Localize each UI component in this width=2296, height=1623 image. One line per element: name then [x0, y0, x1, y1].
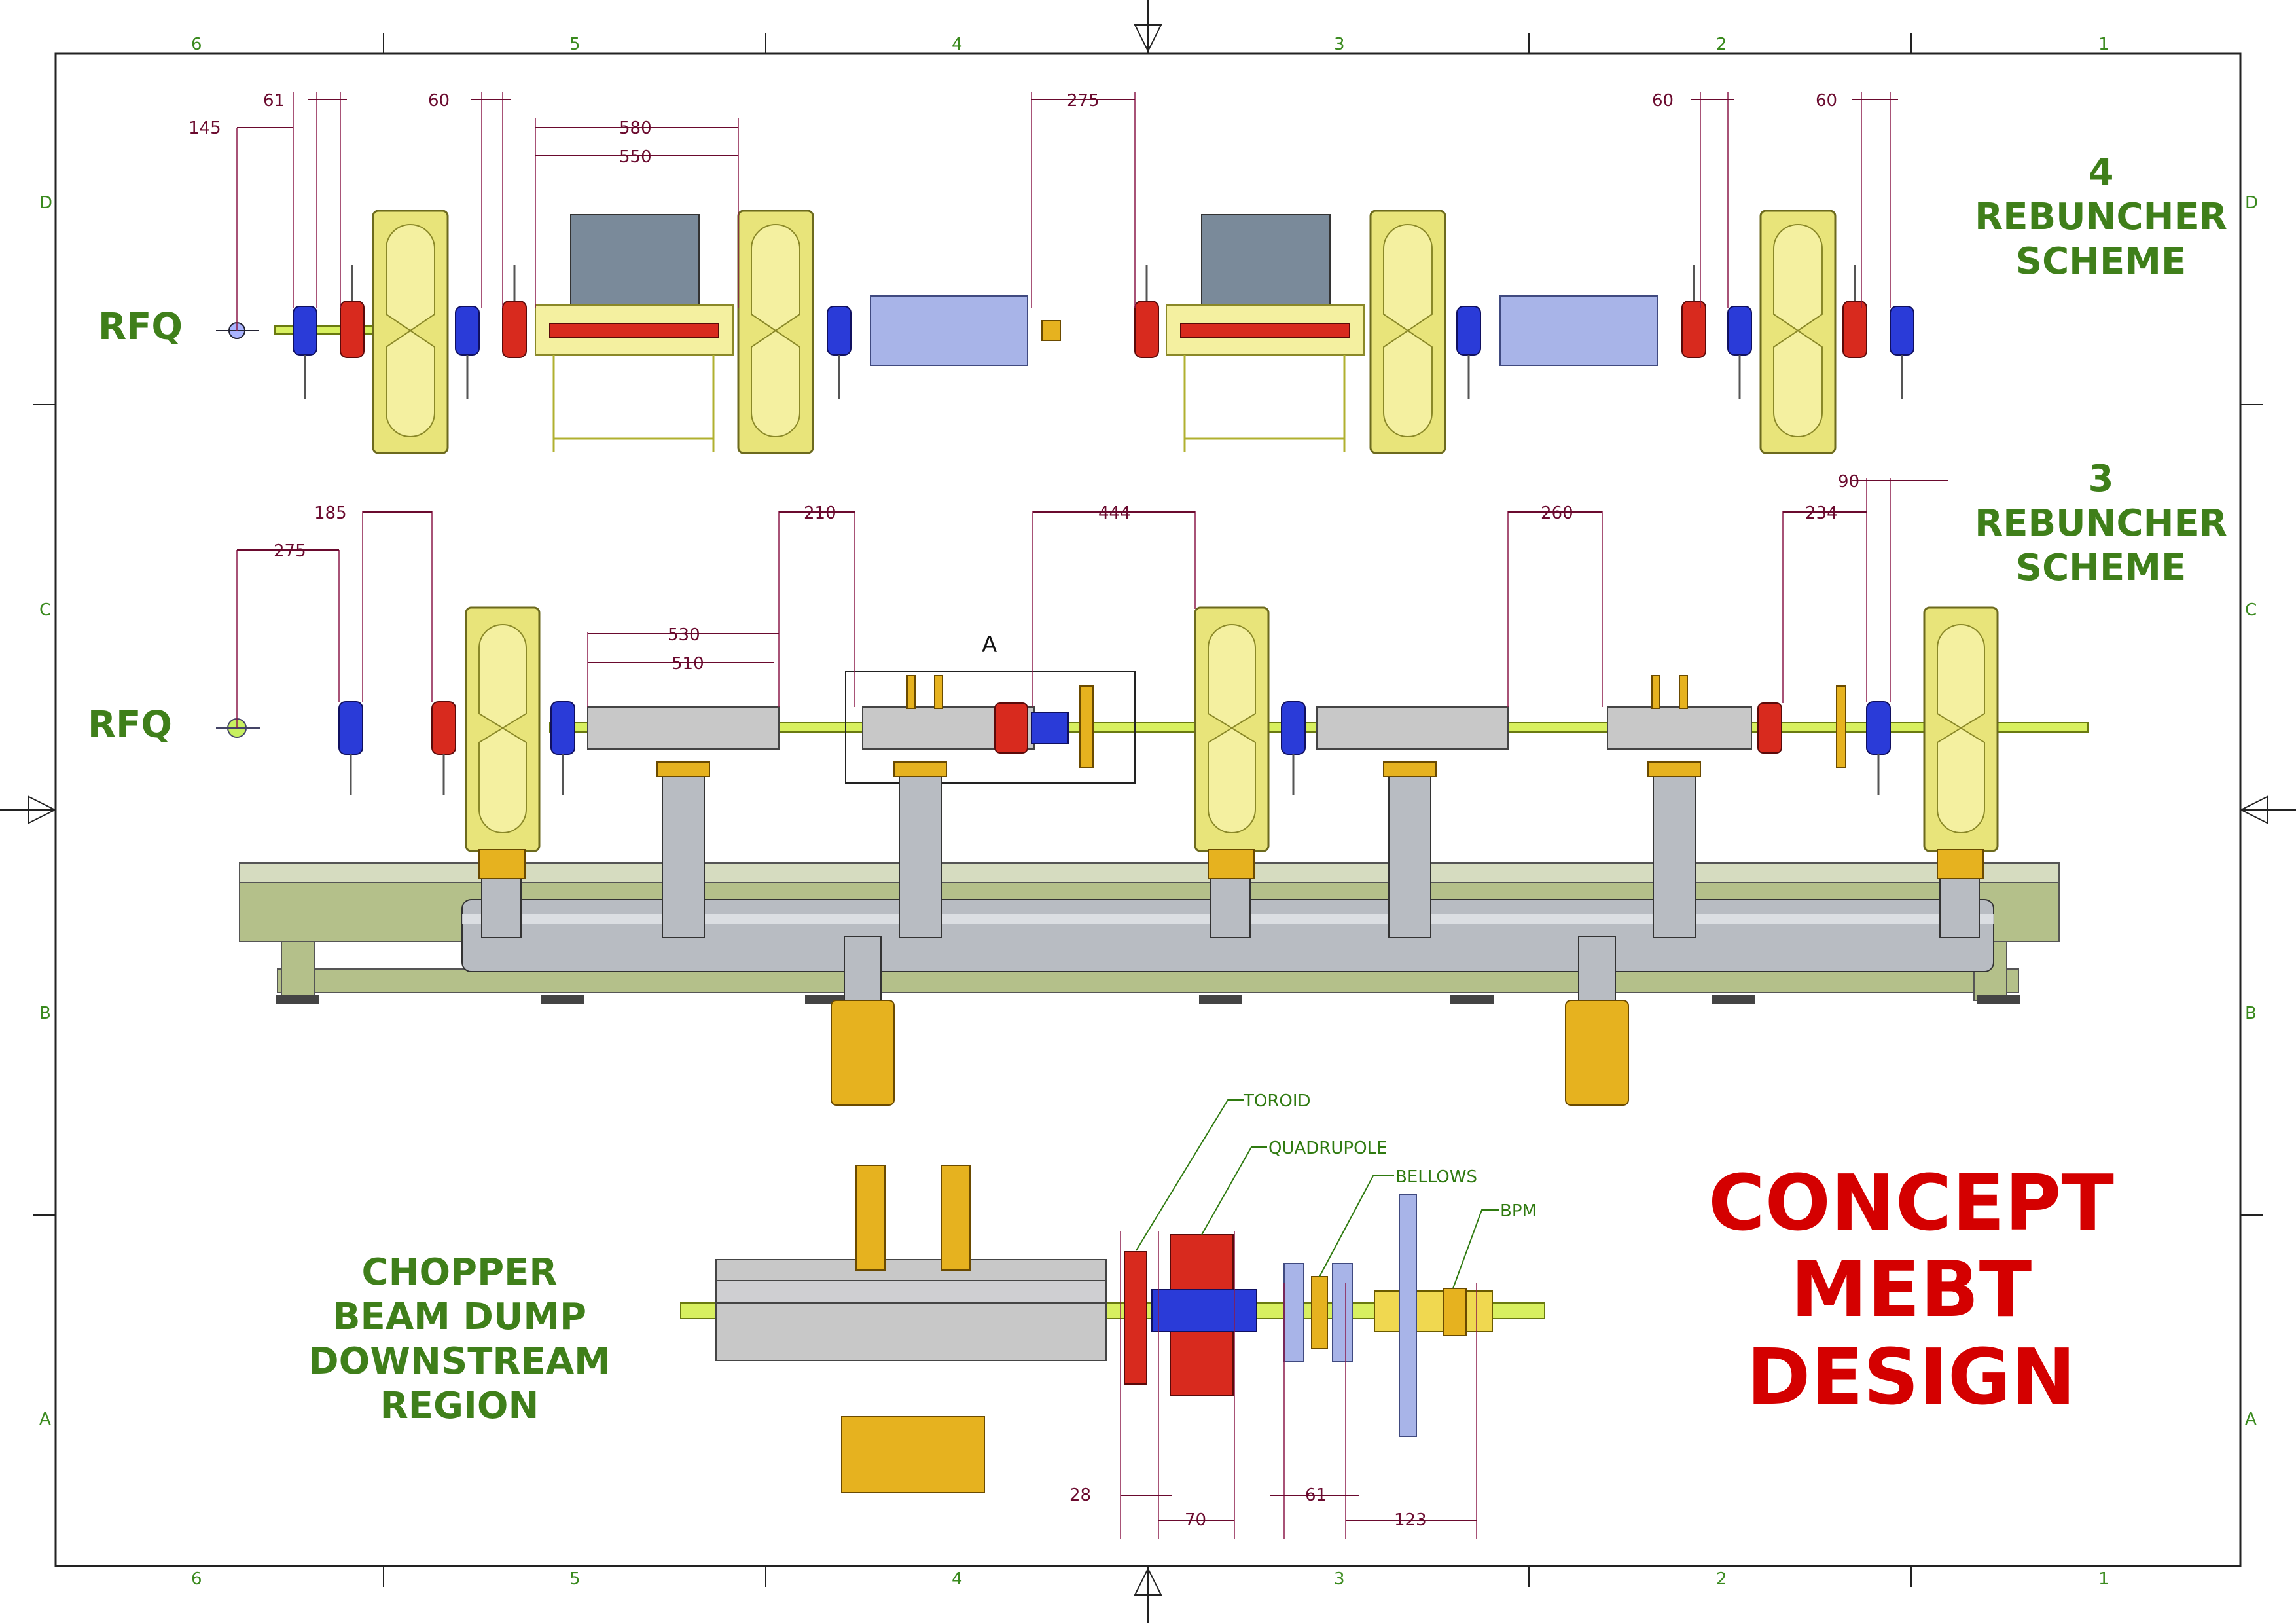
svg-text:BEAM DUMP: BEAM DUMP — [332, 1296, 586, 1338]
quad-blue — [293, 306, 317, 356]
dim-275-mid: 275 — [274, 541, 306, 561]
dim-185: 185 — [314, 503, 347, 523]
dim-510: 510 — [672, 654, 704, 674]
zone-labels: 6 5 4 3 2 1 6 5 4 3 2 1 D C B A D C B A — [39, 35, 2258, 1589]
detail-a-box — [845, 671, 1136, 784]
dim-70: 70 — [1185, 1510, 1206, 1530]
svg-text:SCHEME: SCHEME — [2016, 240, 2187, 283]
support-girder — [239, 761, 2060, 1106]
zone-bottom-6: 6 — [191, 1569, 202, 1589]
svg-text:CHOPPER: CHOPPER — [361, 1251, 557, 1294]
zone-right-D: D — [2245, 193, 2258, 213]
svg-text:REBUNCHER: REBUNCHER — [1975, 502, 2227, 545]
zone-bottom-3: 3 — [1334, 1569, 1345, 1589]
zone-left-A: A — [39, 1410, 51, 1429]
zone-top-6: 6 — [191, 35, 202, 54]
concept-title: CONCEPT MEBT DESIGN — [1708, 1158, 2114, 1422]
dim-28: 28 — [1069, 1486, 1091, 1505]
zone-bottom-4: 4 — [952, 1569, 963, 1589]
row-3-rebuncher: A — [216, 606, 2089, 852]
svg-text:MEBT: MEBT — [1791, 1244, 2032, 1334]
dim-550: 550 — [619, 147, 652, 167]
dim-530: 530 — [668, 625, 700, 645]
quad-red — [340, 301, 365, 358]
scheme-4-title: 4 REBUNCHER SCHEME — [1975, 151, 2227, 283]
dim-61: 61 — [263, 91, 285, 111]
svg-text:DESIGN: DESIGN — [1746, 1332, 2075, 1422]
detail-dimensions: 28 70 61 123 — [1069, 1231, 1477, 1539]
svg-text:REBUNCHER: REBUNCHER — [1975, 196, 2227, 238]
rfq-label-top: RFQ — [98, 306, 183, 348]
svg-text:CONCEPT: CONCEPT — [1708, 1158, 2114, 1248]
zone-left-C: C — [39, 600, 51, 620]
rfq-label-mid: RFQ — [88, 704, 172, 746]
svg-text:DOWNSTREAM: DOWNSTREAM — [308, 1340, 611, 1383]
zone-top-1: 1 — [2098, 35, 2109, 54]
dim-60-c: 60 — [1816, 91, 1837, 111]
detail-view — [680, 1165, 1545, 1493]
callout-bellows: BELLOWS — [1395, 1167, 1477, 1187]
detail-bpm — [1399, 1194, 1417, 1437]
middle-dimensions: 275 185 530 510 210 444 260 234 90 — [236, 472, 1948, 728]
callouts — [1136, 1099, 1499, 1289]
detail-toroid — [1124, 1251, 1147, 1385]
callout-quadrupole: QUADRUPOLE — [1268, 1139, 1387, 1158]
svg-text:3: 3 — [2089, 458, 2114, 500]
zone-right-B: B — [2245, 1004, 2257, 1023]
chopper-title: CHOPPER BEAM DUMP DOWNSTREAM REGION — [308, 1251, 611, 1427]
zone-left-B: B — [39, 1004, 51, 1023]
dim-210: 210 — [804, 503, 836, 523]
top-dimensions: 145 61 60 580 550 275 60 60 — [188, 91, 1898, 331]
zone-top-5: 5 — [569, 35, 581, 54]
zone-top-3: 3 — [1334, 35, 1345, 54]
dim-275-top: 275 — [1067, 91, 1100, 111]
zone-bottom-2: 2 — [1716, 1569, 1727, 1589]
svg-text:4: 4 — [2089, 151, 2114, 194]
dim-90: 90 — [1838, 472, 1859, 492]
zone-top-2: 2 — [1716, 35, 1727, 54]
dim-123: 123 — [1394, 1510, 1427, 1530]
zone-right-A: A — [2245, 1410, 2257, 1429]
zone-top-4: 4 — [952, 35, 963, 54]
zone-left-D: D — [39, 193, 52, 213]
svg-text:REGION: REGION — [380, 1385, 539, 1427]
dim-61-detail: 61 — [1305, 1486, 1327, 1505]
detail-a-label: A — [982, 632, 997, 658]
svg-text:SCHEME: SCHEME — [2016, 547, 2187, 589]
scheme-3-title: 3 REBUNCHER SCHEME — [1975, 458, 2227, 589]
dim-60-a: 60 — [428, 91, 450, 111]
dim-580: 580 — [619, 119, 652, 138]
zone-bottom-5: 5 — [569, 1569, 581, 1589]
zone-right-C: C — [2245, 600, 2257, 620]
dim-260: 260 — [1541, 503, 1573, 523]
callout-toroid: TOROID — [1243, 1091, 1311, 1111]
dim-145: 145 — [188, 119, 221, 138]
dim-234: 234 — [1805, 503, 1838, 523]
callout-bpm: BPM — [1500, 1201, 1537, 1221]
chopper-block — [570, 214, 700, 307]
turbo-pump — [831, 1000, 895, 1106]
dim-60-b: 60 — [1652, 91, 1674, 111]
row-4-rebuncher — [216, 210, 1914, 454]
zone-bottom-1: 1 — [2098, 1569, 2109, 1589]
dim-444: 444 — [1098, 503, 1131, 523]
beam-box — [870, 295, 1028, 366]
